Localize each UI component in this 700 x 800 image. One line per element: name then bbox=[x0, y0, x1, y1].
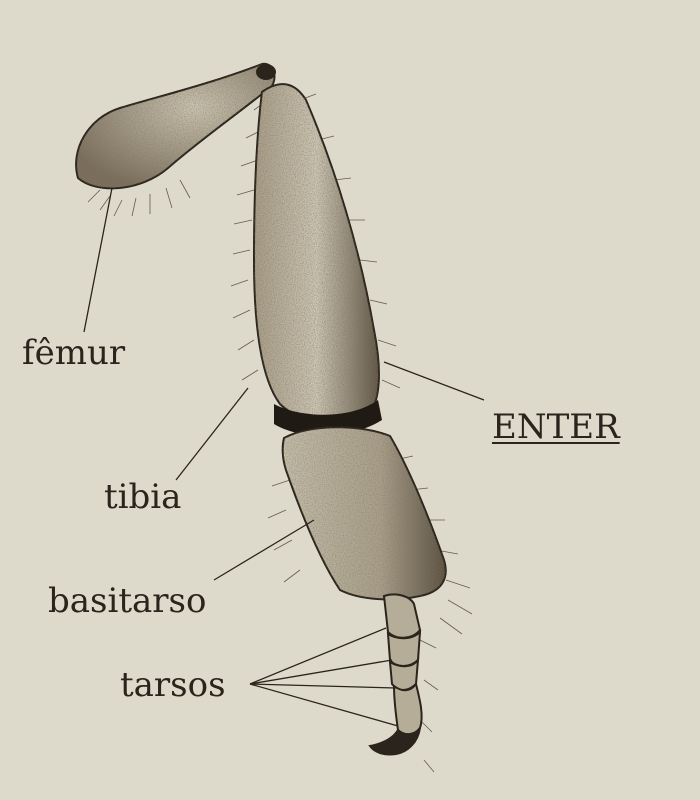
label-tibia: tibia bbox=[104, 477, 182, 517]
label-basitarso: basitarso bbox=[48, 581, 207, 621]
basitarsus-segment bbox=[281, 426, 447, 601]
label-enter[interactable]: ENTER bbox=[492, 407, 620, 447]
femur-segment bbox=[75, 62, 276, 190]
label-femur: fêmur bbox=[22, 333, 126, 373]
tibia-segment bbox=[252, 83, 382, 436]
label-tarsos: tarsos bbox=[120, 665, 226, 705]
leader-lines bbox=[83, 187, 485, 727]
leg-bristles bbox=[87, 93, 473, 773]
tarsus-segments bbox=[368, 593, 423, 756]
